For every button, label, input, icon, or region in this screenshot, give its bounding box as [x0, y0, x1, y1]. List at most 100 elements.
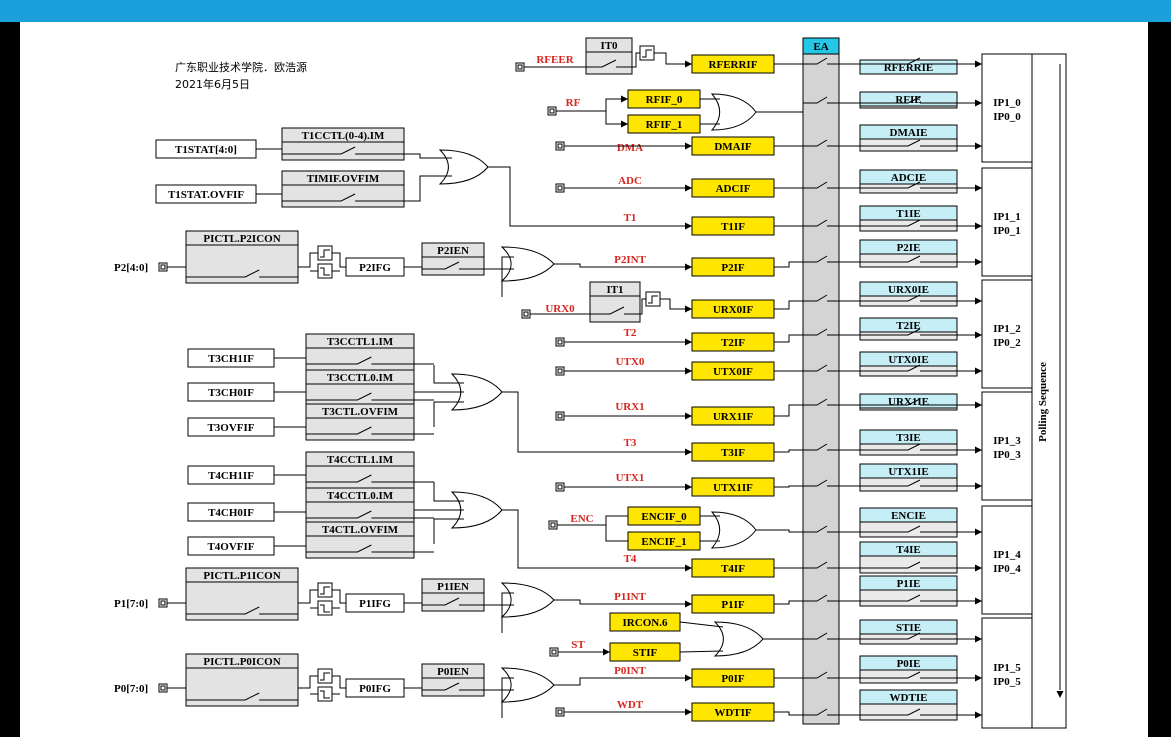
- mask-t1cctl-label: T1CCTL(0-4).IM: [302, 130, 385, 142]
- mask-t3-0-label: T3CCTL1.IM: [327, 336, 394, 348]
- mask-timif: TIMIF.OVFIM: [281, 170, 405, 208]
- enable-t3ie-label: T3IE: [896, 432, 920, 444]
- port-ien-1: P1IEN: [421, 578, 485, 612]
- port-pin-1-inner: [160, 600, 166, 606]
- pin-utx0-inner: [557, 368, 563, 374]
- mask-t4-2-switch: [306, 544, 372, 553]
- port-ien-0-label: P2IEN: [437, 245, 469, 257]
- ea-switch: [803, 708, 828, 716]
- mask-t4-1-label: T4CCTL0.IM: [327, 490, 394, 502]
- st-pin-inner: [551, 649, 557, 655]
- ea-label: EA: [813, 41, 828, 53]
- enable-switch: [860, 671, 921, 679]
- flag-stif: STIF: [609, 642, 681, 662]
- input-t1stat-ovfif: T1STAT.OVFIF: [155, 184, 257, 204]
- port-rise-icon-2-wave: [320, 672, 330, 681]
- enable-stie-label: STIE: [896, 622, 921, 634]
- it0-edge-icon: [639, 45, 655, 61]
- flag-to-ea-wire: [774, 261, 803, 268]
- pin-dma-inner: [557, 143, 563, 149]
- enable-t1ie: T1IE: [859, 205, 958, 221]
- enable-switch: [860, 255, 921, 263]
- arrow-head: [685, 263, 692, 271]
- arrow-head: [685, 483, 692, 491]
- mask-t4-0-label: T4CCTL1.IM: [327, 454, 394, 466]
- priority-ip1: IP1_5: [993, 662, 1021, 674]
- wire: [433, 365, 464, 384]
- pictl-1: PICTL.P1ICON: [185, 567, 299, 621]
- source-rfeer: RFEER: [536, 54, 574, 66]
- priority-group-1: [981, 167, 1033, 277]
- flag-to-ea-wire: [774, 300, 803, 310]
- flag-p2if-label: P2IF: [721, 262, 745, 274]
- flag-urx0if: URX0IF: [691, 299, 775, 319]
- source-enc: ENC: [570, 513, 593, 525]
- it0-switch: [586, 59, 617, 68]
- wire: [298, 252, 318, 268]
- priority-ip1: IP1_4: [993, 549, 1021, 561]
- enable-switch: [860, 398, 921, 406]
- port-rise-icon-2: [317, 668, 333, 684]
- arrow-head: [685, 448, 692, 456]
- enable-adcie: ADCIE: [859, 169, 958, 185]
- enable-switch-body: [859, 253, 958, 268]
- mask-t3-1-label: T3CCTL0.IM: [327, 372, 394, 384]
- enable-switch: [860, 708, 921, 716]
- flag-ircon6-label: IRCON.6: [623, 617, 668, 629]
- priority-group-0: [981, 53, 1033, 163]
- port-pin-label-0: P2[4:0]: [114, 262, 148, 274]
- flag-t2if: T2IF: [691, 332, 775, 352]
- enable-switch: [860, 594, 921, 602]
- priority-ip0: IP0_4: [993, 563, 1021, 575]
- input-t3-0-label: T3CH1IF: [208, 353, 254, 365]
- wire: [605, 525, 628, 542]
- flag-encif_0-label: ENCIF_0: [641, 511, 687, 523]
- priority-group-4: [981, 505, 1033, 615]
- port-ien-2-switch: [422, 682, 460, 691]
- it0-label: IT0: [600, 40, 618, 52]
- wire: [332, 675, 346, 689]
- wire: [654, 52, 692, 65]
- flag-t3if: T3IF: [691, 442, 775, 462]
- port-ien-0-rect: [421, 242, 485, 276]
- pin-rfeer-inner: [517, 64, 523, 70]
- ea-switch: [803, 671, 828, 679]
- ea-switch: [803, 255, 828, 263]
- source-adc: ADC: [618, 175, 642, 187]
- header-date: 2021年6月5日: [175, 77, 250, 91]
- enable-switch: [860, 443, 921, 451]
- input-t1stat-ovfif-label: T1STAT.OVFIF: [168, 189, 244, 201]
- arrow-head: [975, 528, 982, 536]
- port-pin-label-1: P1[7:0]: [114, 598, 148, 610]
- wire: [554, 263, 692, 268]
- input-t4-0-label: T4CH1IF: [208, 470, 254, 482]
- wire: [332, 589, 346, 604]
- priority-group-2: [981, 279, 1033, 389]
- enable-switch-body: [859, 703, 958, 721]
- enable-switch-body: [859, 331, 958, 341]
- encif-wire: [756, 529, 803, 533]
- wire: [256, 148, 283, 154]
- arrow-head: [975, 297, 982, 305]
- ea-switch: [803, 219, 828, 227]
- arrow-head: [685, 708, 692, 716]
- input-t1stat: T1STAT[4:0]: [155, 139, 257, 159]
- ea-switch: [803, 594, 828, 602]
- input-t1stat-label: T1STAT[4:0]: [175, 144, 237, 156]
- flag-dmaif: DMAIF: [691, 136, 775, 156]
- source-t2: T2: [624, 327, 637, 339]
- it1-label: IT1: [606, 284, 623, 296]
- enable-p0ie-label: P0IE: [897, 658, 921, 670]
- arrow-head: [621, 95, 628, 103]
- enable-wdtie-label: WDTIE: [890, 692, 928, 704]
- port-fall-icon-1-wave: [320, 604, 330, 613]
- pictl-1-label: PICTL.P1ICON: [203, 570, 280, 582]
- arrow-head: [975, 367, 982, 375]
- enable-utx1ie: UTX1IE: [859, 463, 958, 479]
- arrow-head: [685, 305, 692, 313]
- pictl-0-switch: [186, 269, 260, 278]
- priority-ip0: IP0_2: [993, 337, 1021, 349]
- flag-p2if: P2IF: [691, 257, 775, 277]
- enable-urx1ie-label: URX1IE: [888, 396, 929, 408]
- enable-adcie-label: ADCIE: [891, 172, 926, 184]
